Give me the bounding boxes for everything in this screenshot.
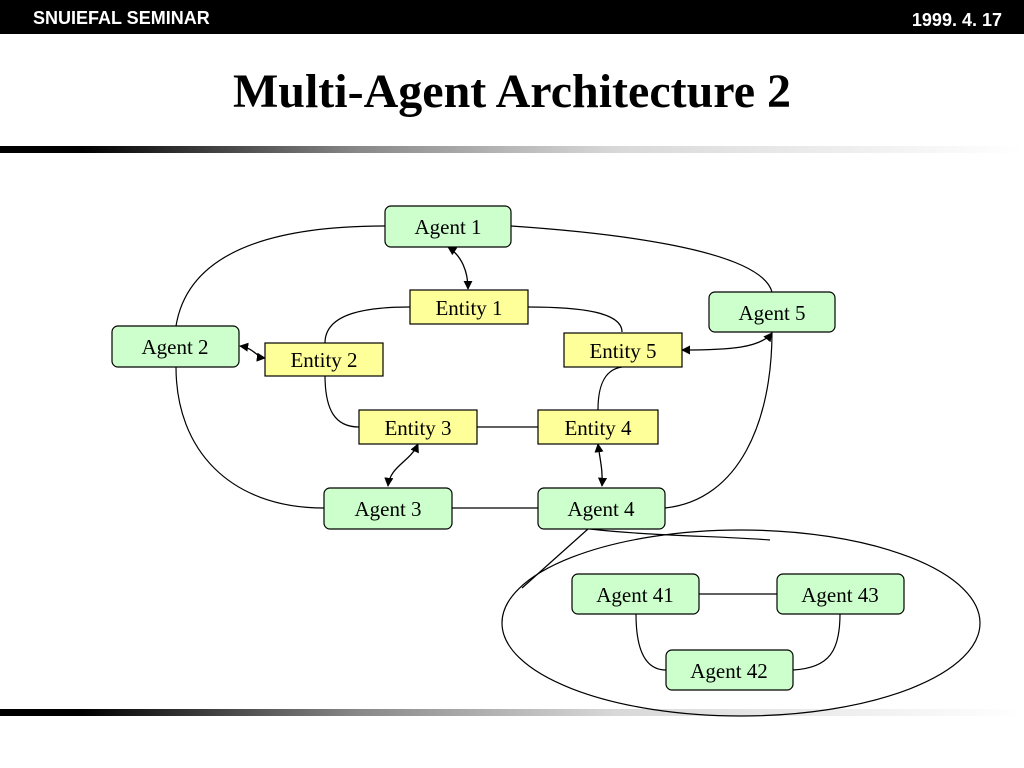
entity-2: Entity 2 [264,342,384,377]
agent-1-label: Agent 1 [414,215,481,239]
seminar-name: SNUIEFAL SEMINAR [33,8,210,28]
agent-43: Agent 43 [776,573,905,615]
entity-3: Entity 3 [358,409,478,445]
link-agent1-entity1 [447,246,473,290]
top-divider [0,146,1024,153]
link-agent3-entity3 [384,443,419,487]
entity-3-label: Entity 3 [384,416,451,440]
subgroup-callout [501,528,981,717]
entity-4-label: Entity 4 [564,416,632,440]
entity-ring-connectors [324,306,623,428]
bottom-divider [0,709,1024,716]
agent-42: Agent 42 [665,649,794,691]
link-agent5-entity5 [681,332,773,355]
entity-4: Entity 4 [537,409,659,445]
entity-1-label: Entity 1 [435,296,502,320]
entity-5-label: Entity 5 [589,339,656,363]
agent-1: Agent 1 [384,205,512,248]
subgroup-ellipse [501,529,981,717]
agent-5: Agent 5 [708,291,836,333]
agent-2-label: Agent 2 [141,335,208,359]
link-agent4-entity4 [594,443,608,487]
connector-agent41-agent42 [635,613,667,671]
agent-entity-links [239,246,773,487]
agent-42-label: Agent 42 [690,659,768,683]
connector-agent5-agent4 [664,331,773,509]
agent-3: Agent 3 [323,487,453,530]
header-bar: SNUIEFAL SEMINAR 1999. 4. 17 [0,0,1024,34]
callout-line-left [521,528,589,589]
link-agent2-entity2 [239,342,266,362]
agent-ring-connectors [175,225,773,509]
agent-5-label: Agent 5 [738,301,805,325]
connector-agent43-agent42 [792,613,841,671]
agent-41-label: Agent 41 [596,583,674,607]
connector-entity5-entity4 [597,366,623,411]
callout-line-right [589,528,771,541]
connector-entity1-entity2 [324,306,411,344]
connector-agent1-agent2 [175,225,386,327]
agent-4-label: Agent 4 [567,497,635,521]
connector-agent2-agent3 [175,366,325,509]
entity-2-label: Entity 2 [290,348,357,372]
connector-entity1-entity5 [527,306,623,333]
agent-3-label: Agent 3 [354,497,421,521]
agent-2: Agent 2 [111,325,240,368]
entity-1: Entity 1 [409,289,529,325]
connector-entity2-entity3 [324,374,360,428]
agent-4: Agent 4 [537,487,666,530]
seminar-date: 1999. 4. 17 [911,10,1002,30]
agent-43-label: Agent 43 [801,583,879,607]
connector-agent1-agent5 [510,225,773,293]
entity-5: Entity 5 [563,332,683,368]
slide-title: Multi-Agent Architecture 2 [232,65,792,118]
agent-41: Agent 41 [571,573,700,615]
